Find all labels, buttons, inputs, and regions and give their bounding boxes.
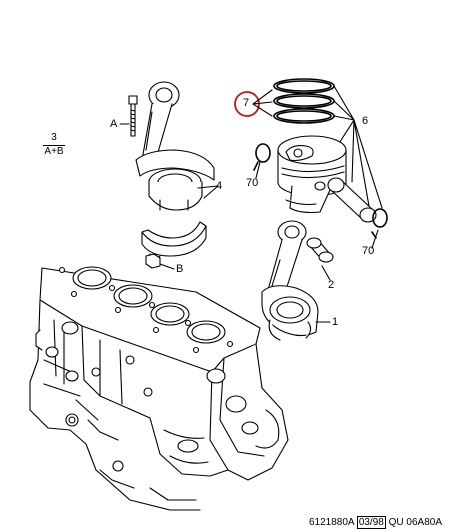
- footer-reference: 6121880A 03/98 QU 06A80A: [308, 516, 442, 529]
- callout-bushing: 2: [328, 279, 335, 291]
- callout-rod-assembly: 4: [216, 180, 223, 192]
- fraction-note: 3 A+B: [43, 132, 65, 157]
- footer-date: 03/98: [356, 516, 386, 529]
- leaders-6: [333, 85, 383, 213]
- nut-b-drawing: [145, 253, 175, 270]
- rod-upper-drawing: [135, 81, 215, 211]
- callout-piston-group: 6: [362, 115, 369, 127]
- fraction-numerator: 3: [43, 132, 65, 146]
- callout-circlip-right: 70: [362, 245, 375, 257]
- highlight-circle: [234, 91, 260, 117]
- circlip-right-drawing: [371, 208, 388, 239]
- leader-70-right: [371, 229, 379, 249]
- circlip-left-drawing: [253, 143, 271, 171]
- fraction-denominator: A+B: [44, 145, 64, 157]
- bushing-drawing: [306, 237, 334, 263]
- callout-circlip-left: 70: [246, 177, 259, 189]
- leader-70-left: [255, 161, 261, 179]
- callout-nut-b: B: [176, 263, 184, 275]
- callout-ring-set: 7: [243, 97, 250, 109]
- bolt-a-drawing: [119, 95, 138, 137]
- callout-con-rod: 1: [332, 316, 339, 328]
- con-rod-1-drawing: [261, 220, 319, 341]
- footer-ref-code: 6121880A: [308, 517, 355, 528]
- callout-bolt-a: A: [110, 118, 118, 130]
- leader-7: [252, 89, 273, 117]
- engine-block-drawing: [29, 266, 289, 511]
- leader-2: [321, 265, 331, 281]
- footer-suffix: QU 06A80A: [388, 517, 442, 528]
- piston-drawing: [277, 135, 347, 214]
- gudgeon-pin-drawing: [327, 177, 377, 223]
- leader-4: [197, 185, 219, 199]
- piston-rings-drawing: [273, 78, 335, 124]
